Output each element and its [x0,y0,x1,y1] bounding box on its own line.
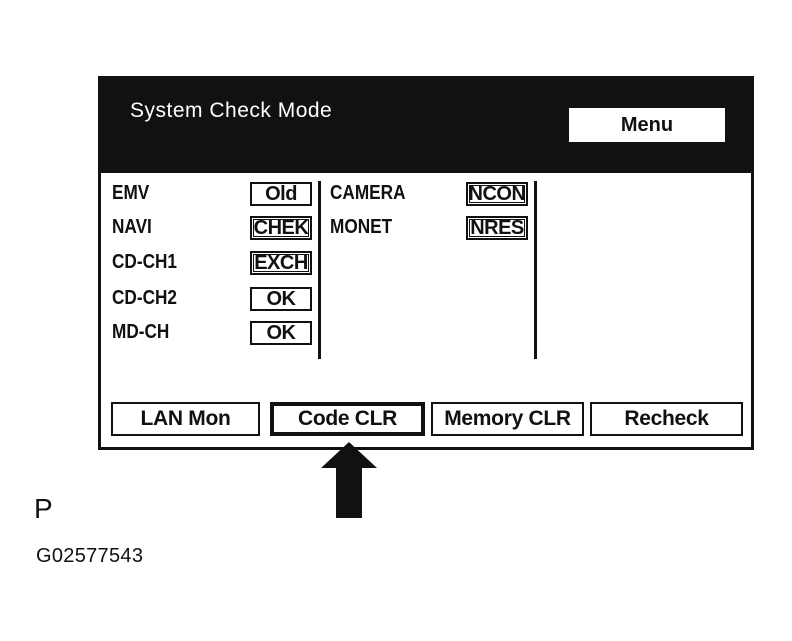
code-clr-button[interactable]: Code CLR [270,402,425,436]
column-divider-right [534,181,537,359]
recheck-button[interactable]: Recheck [590,402,743,436]
navi-label: NAVI [112,216,152,238]
camera-label: CAMERA [330,182,406,204]
monet-status-badge[interactable]: NRES [466,216,528,240]
emv-label: EMV [112,182,150,204]
md-ch-label: MD-CH [112,321,170,343]
arrow-up-icon [321,442,377,518]
page-title: System Check Mode [130,99,333,122]
system-check-screen: System Check Mode Menu EMV Old NAVI CHEK… [98,76,754,450]
menu-button[interactable]: Menu [569,108,725,142]
column-divider-left [318,181,321,359]
cd-ch2-label: CD-CH2 [112,287,177,309]
navi-status-badge[interactable]: CHEK [250,216,312,240]
cd-ch2-status-badge[interactable]: OK [250,287,312,311]
lan-mon-button[interactable]: LAN Mon [111,402,260,436]
emv-status-badge[interactable]: Old [250,182,312,206]
status-panel: EMV Old NAVI CHEK CD-CH1 EXCH CD-CH2 OK … [101,171,751,447]
caption-letter: P [34,493,53,524]
memory-clr-button[interactable]: Memory CLR [431,402,584,436]
monet-label: MONET [330,216,393,238]
camera-status-badge[interactable]: NCON [466,182,528,206]
cd-ch1-label: CD-CH1 [112,251,177,273]
cd-ch1-status-badge[interactable]: EXCH [250,251,312,275]
md-ch-status-badge[interactable]: OK [250,321,312,345]
screen-header: System Check Mode Menu [101,79,751,171]
figure-id: G02577543 [36,545,144,567]
